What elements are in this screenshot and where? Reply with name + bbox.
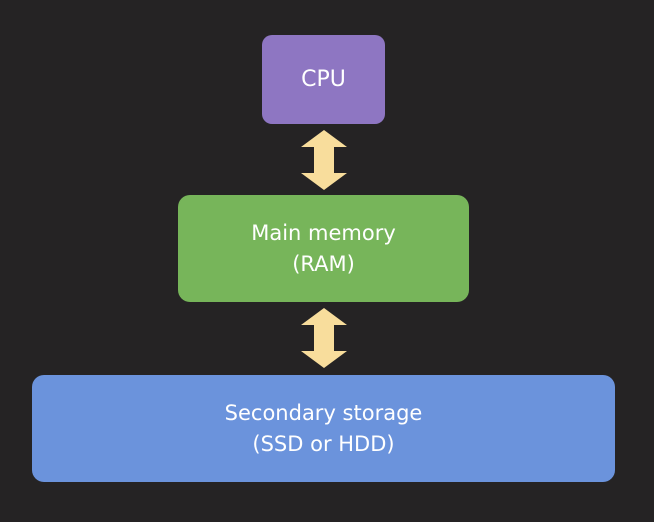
cpu-ram-bidirectional-arrow-icon <box>301 130 347 190</box>
cpu-box: CPU <box>262 35 385 124</box>
ram-storage-bidirectional-arrow-icon <box>301 308 347 368</box>
secondary-storage-label: Secondary storage <box>224 401 423 426</box>
main-memory-sublabel: (RAM) <box>292 251 355 276</box>
secondary-storage-box: Secondary storage (SSD or HDD) <box>32 375 615 482</box>
main-memory-label: Main memory <box>251 221 396 246</box>
main-memory-box: Main memory (RAM) <box>178 195 469 302</box>
cpu-label: CPU <box>301 66 346 92</box>
secondary-storage-sublabel: (SSD or HDD) <box>252 431 395 456</box>
